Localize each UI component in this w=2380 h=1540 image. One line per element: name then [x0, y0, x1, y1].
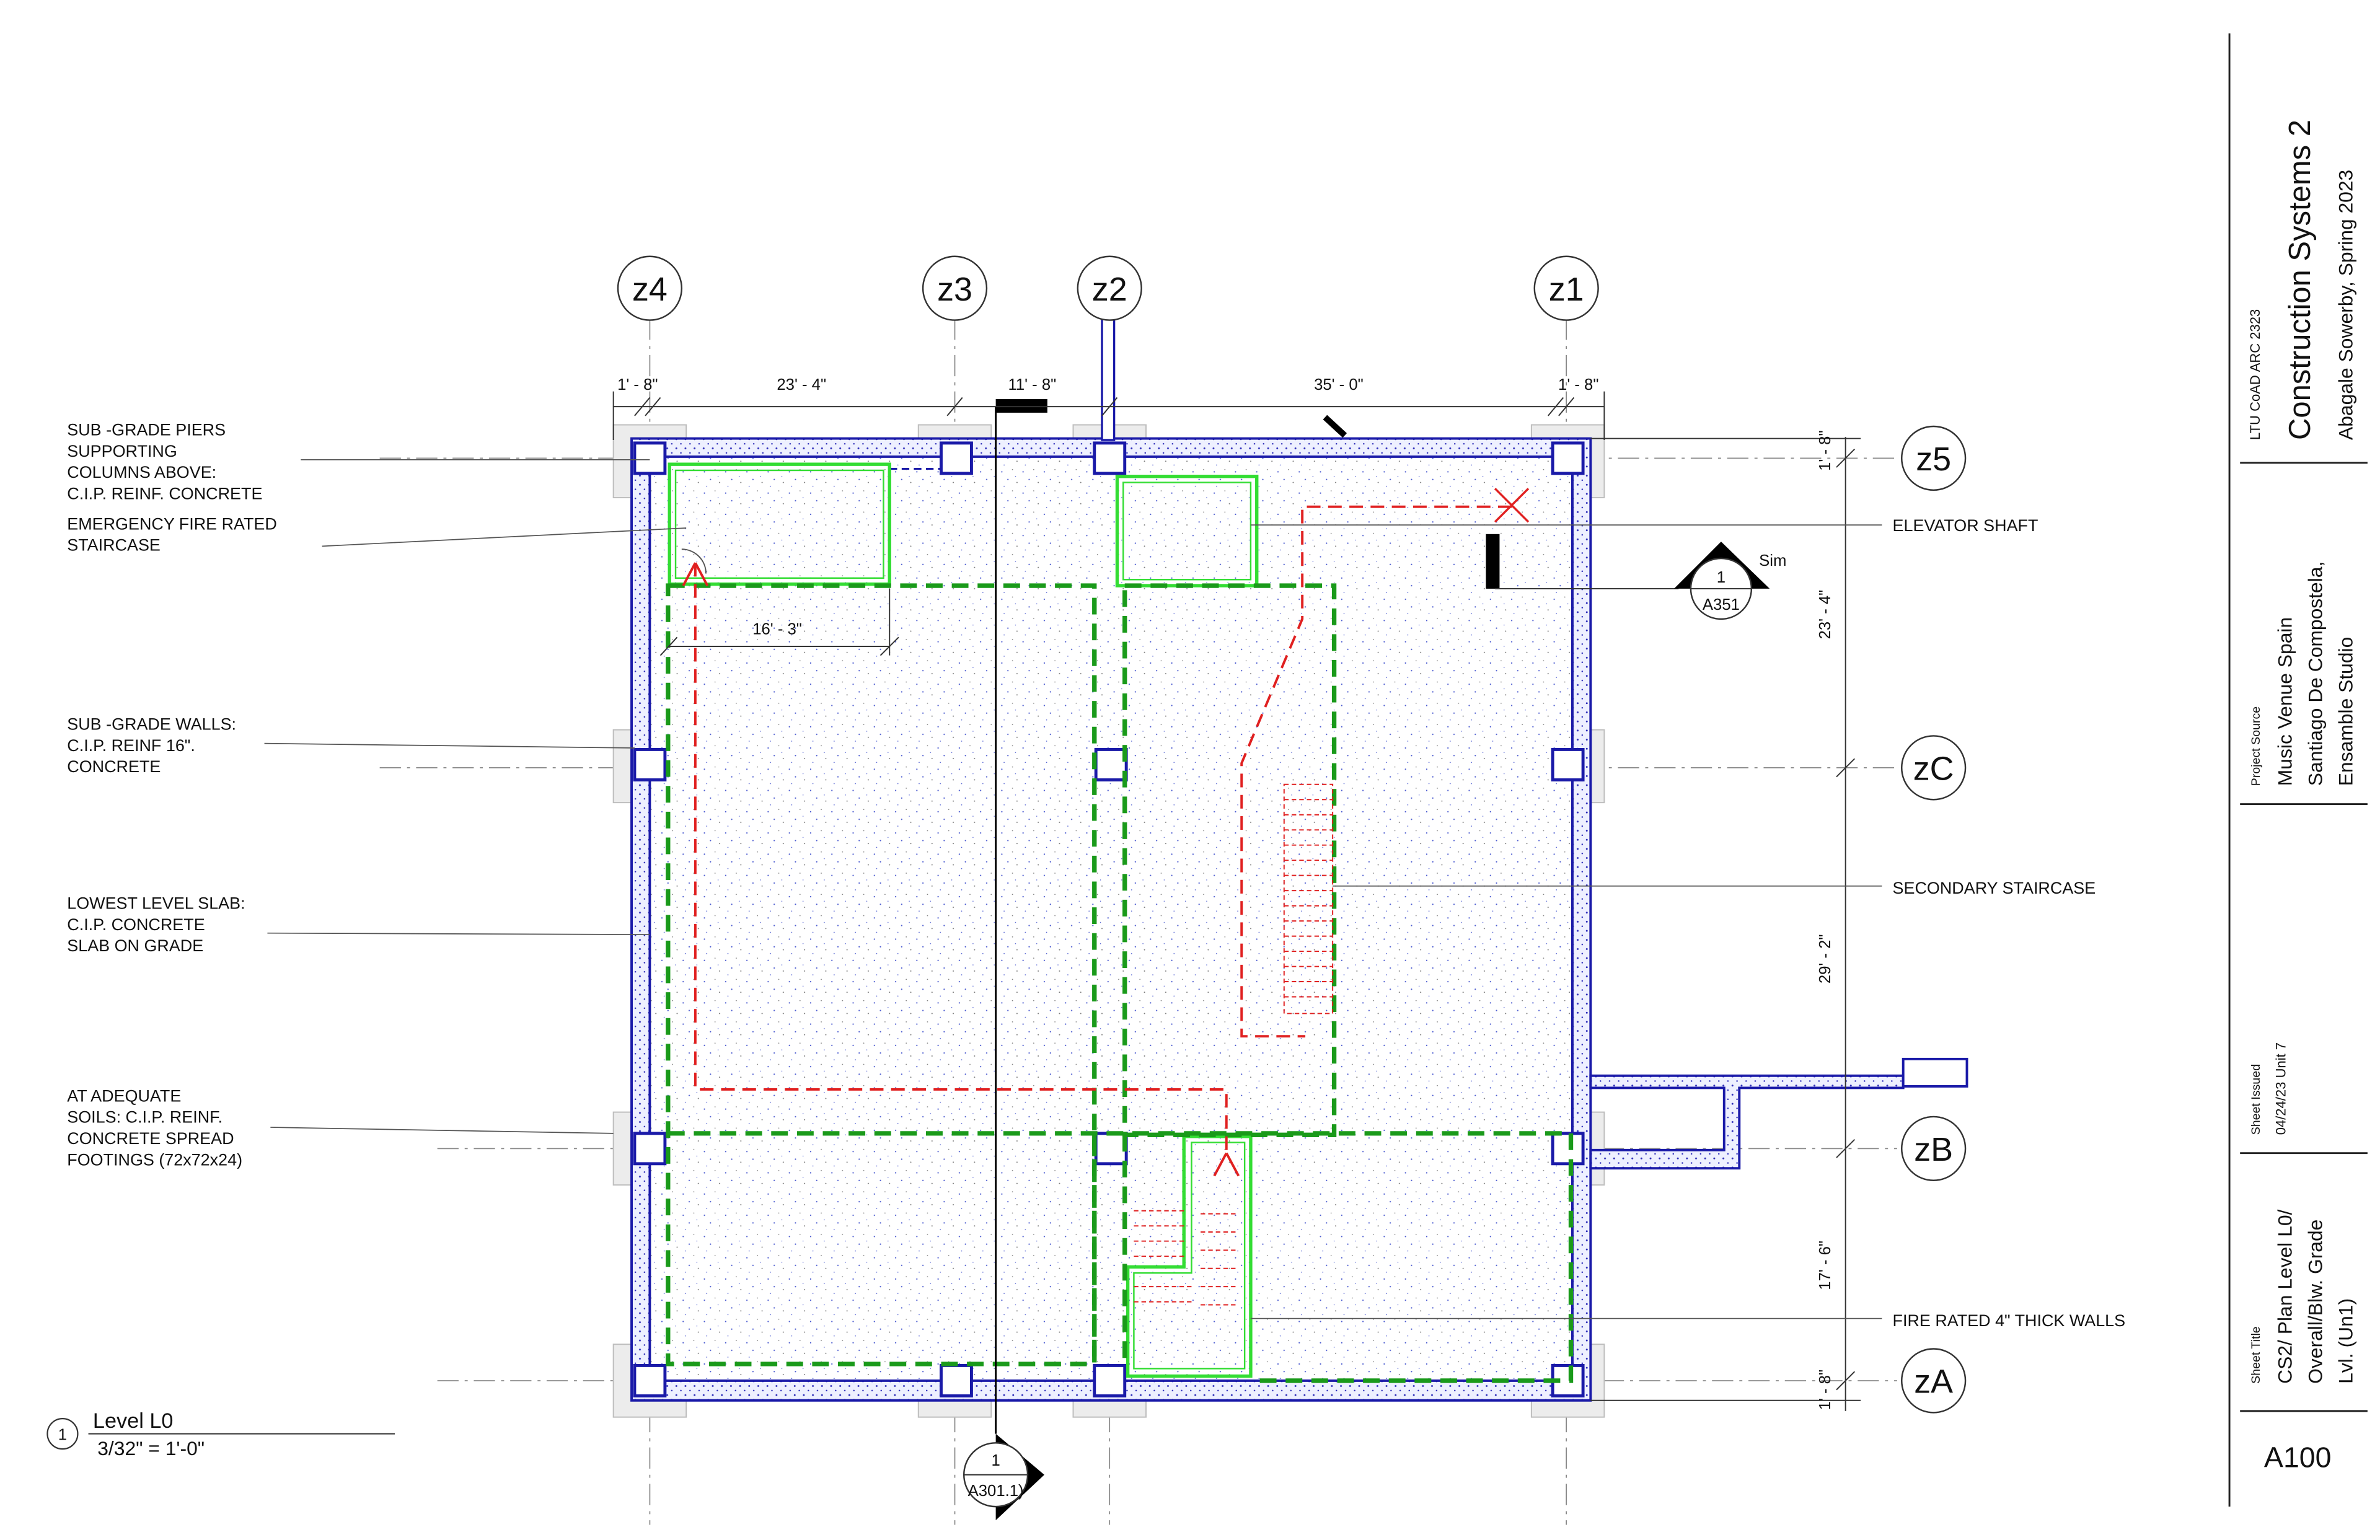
sheet-title-line-1: CS2/ Plan Level L0/ [2273, 1209, 2296, 1383]
section-a301-sheet: A301.1) [968, 1482, 1024, 1500]
section-mark-a301 [963, 1433, 1044, 1521]
sheet-title-label: Sheet Title [2249, 1326, 2263, 1384]
project-source-line-1: Music Venue Spain [2273, 617, 2296, 786]
right-annotation-leaders [1250, 524, 1882, 1319]
dim-interior: 16' - 3" [752, 620, 802, 638]
right-dimension-line [1590, 437, 1861, 1411]
left-annotation-leaders [264, 459, 687, 1134]
grid-label-zA: zA [1914, 1363, 1953, 1401]
egress-paths [682, 505, 1512, 1177]
title-block-title: Construction Systems 2 [2283, 120, 2317, 440]
section-a351-note: Sim [1759, 552, 1786, 570]
elevator-marker [1494, 488, 1530, 523]
dim-top-3: 11' - 8" [1008, 376, 1056, 394]
annotation-subgrade-walls: SUB -GRADE WALLS: C.I.P. REINF 16". CONC… [67, 715, 240, 777]
title-block-author: Abagale Sowerby, Spring 2023 [2334, 170, 2356, 440]
dim-top-1: 1' - 8" [617, 376, 658, 394]
dim-top-5: 1' - 8" [1558, 376, 1598, 394]
sheet-issued-label: Sheet Issued [2249, 1064, 2263, 1135]
secondary-staircase [1283, 783, 1334, 1014]
annotation-fire-rated-walls: FIRE RATED 4" THICK WALLS [1893, 1311, 2126, 1330]
annotation-subgrade-piers: SUB -GRADE PIERS SUPPORTING COLUMNS ABOV… [67, 421, 262, 503]
dim-right-1: 1' - 8" [1817, 430, 1834, 470]
annotation-elevator-shaft: ELEVATOR SHAFT [1893, 516, 2038, 535]
top-dimension-line [612, 391, 1605, 440]
grid-label-zC: zC [1913, 750, 1954, 787]
annotation-footings: AT ADEQUATE SOILS: C.I.P. REINF. CONCRET… [67, 1086, 242, 1169]
dim-right-2: 23' - 4" [1817, 590, 1834, 640]
slab-on-grade [646, 455, 1572, 1383]
dim-top-4: 35' - 0" [1314, 376, 1364, 394]
sheet-issued-value: 04/24/23 Unit 7 [2273, 1042, 2289, 1135]
project-source-line-3: Ensamble Studio [2334, 637, 2356, 786]
grid-label-z3: z3 [937, 271, 972, 308]
grid-label-z2: z2 [1092, 271, 1127, 308]
title-block-course: LTU CoAD ARC 2323 [2247, 309, 2263, 440]
sheet-title-line-3: Lvl. (Un1) [2334, 1298, 2356, 1384]
sheet-title-line-2: Overall/Blw. Grade [2304, 1220, 2326, 1384]
project-source-label: Project Source [2249, 706, 2263, 786]
section-cut-line [995, 398, 1679, 1434]
view-title [46, 1418, 395, 1450]
annotation-secondary-staircase: SECONDARY STAIRCASE [1893, 879, 2096, 897]
view-title-scale: 3/32" = 1'-0" [97, 1437, 205, 1459]
emergency-staircase-lower [1134, 1210, 1239, 1306]
grid-label-z1: z1 [1549, 271, 1584, 308]
project-source-line-2: Santiago De Compostela, [2304, 561, 2326, 786]
dim-right-3: 29' - 2" [1817, 934, 1834, 983]
section-mark-a351 [1674, 542, 1770, 620]
section-a301-number: 1 [991, 1452, 1000, 1469]
dim-right-5: 1' - 8" [1817, 1370, 1834, 1410]
door-swing [681, 548, 707, 574]
section-a351-sheet: A351 [1703, 596, 1740, 614]
annotation-lowest-slab: LOWEST LEVEL SLAB: C.I.P. CONCRETE SLAB … [67, 894, 250, 956]
exit-route-lines [666, 583, 1574, 1383]
section-a351-number: 1 [1717, 569, 1726, 586]
view-title-name: Level L0 [93, 1409, 174, 1433]
dim-top-2: 23' - 4" [777, 376, 826, 394]
grid-bubbles [617, 255, 1967, 1414]
grid-label-z5: z5 [1916, 441, 1951, 478]
annotation-emergency-staircase: EMERGENCY FIRE RATED STAIRCASE [67, 514, 281, 554]
interior-dimension-line [659, 588, 899, 656]
title-block-frame [2228, 33, 2368, 1507]
grid-label-zB: zB [1914, 1131, 1953, 1168]
view-title-number: 1 [58, 1426, 67, 1443]
sheet-number: A100 [2264, 1441, 2332, 1473]
grid-label-z4: z4 [632, 271, 668, 308]
dim-right-4: 17' - 6" [1817, 1241, 1834, 1290]
